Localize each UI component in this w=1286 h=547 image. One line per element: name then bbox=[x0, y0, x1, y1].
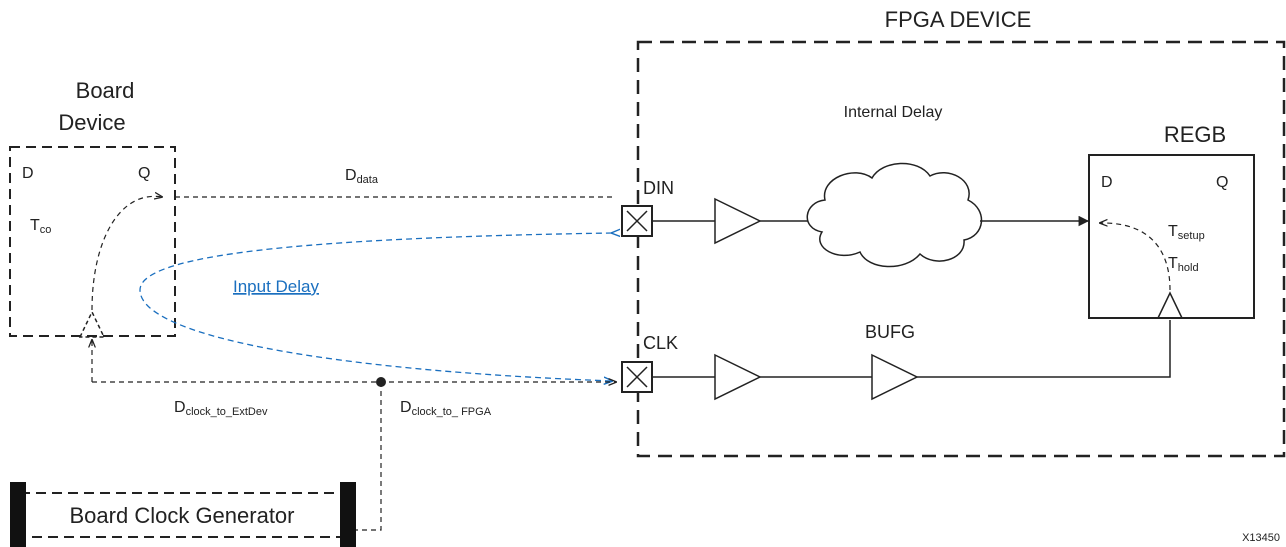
internal-delay-label: Internal Delay bbox=[844, 104, 943, 121]
dclock-fpga-sub: clock_to_ FPGA bbox=[412, 406, 492, 418]
ddata-sub: data bbox=[357, 174, 379, 186]
din-buffer-triangle bbox=[714, 197, 762, 245]
board-device-box bbox=[9, 146, 176, 337]
tsetup-sub: setup bbox=[1178, 230, 1205, 242]
tsetup-label: Tsetup bbox=[1168, 223, 1205, 242]
regb-clock-triangle bbox=[1157, 291, 1183, 319]
board-device-title-line1: Board bbox=[76, 78, 135, 103]
bufg-label: BUFG bbox=[865, 322, 915, 342]
thold-main: T bbox=[1168, 255, 1178, 272]
thold-label: Thold bbox=[1168, 255, 1199, 274]
regb-d-pin: D bbox=[1101, 174, 1113, 191]
board-device-title-line2: Device bbox=[58, 110, 125, 135]
dclock-fpga-main: D bbox=[400, 399, 412, 416]
clock-generator-left-bar bbox=[10, 482, 26, 547]
clk-buffer-triangle bbox=[714, 353, 762, 401]
regb-q-pin: Q bbox=[1216, 174, 1228, 191]
figure-id: X13450 bbox=[1242, 532, 1280, 544]
clk-wire-3 bbox=[917, 320, 1171, 378]
dclock-ext-sub: clock_to_ExtDev bbox=[186, 406, 268, 418]
bufg-triangle bbox=[871, 353, 919, 401]
tsetup-main: T bbox=[1168, 223, 1178, 240]
din-pad-x-icon bbox=[626, 210, 648, 232]
thold-sub: hold bbox=[1178, 262, 1199, 274]
tco-sub: co bbox=[40, 224, 52, 236]
ddata-main: D bbox=[345, 167, 357, 184]
clk-label: CLK bbox=[643, 333, 678, 353]
regb-title: REGB bbox=[1164, 122, 1226, 147]
board-clock-triangle bbox=[78, 310, 106, 338]
tco-main: T bbox=[30, 217, 40, 234]
clock-gen-feed-line bbox=[345, 382, 382, 531]
fpga-title: FPGA DEVICE bbox=[885, 7, 1032, 32]
board-d-pin: D bbox=[22, 165, 34, 182]
clock-generator-box bbox=[19, 492, 346, 538]
tco-arc bbox=[91, 196, 162, 311]
regb-box bbox=[1088, 154, 1255, 319]
tco-label: Tco bbox=[30, 217, 51, 236]
clock-generator-right-bar bbox=[340, 482, 356, 547]
dclock-ext-main: D bbox=[174, 399, 186, 416]
input-delay-curve bbox=[139, 233, 612, 381]
clock-generator-label: Board Clock Generator bbox=[70, 503, 295, 528]
din-label: DIN bbox=[643, 178, 674, 198]
setup-hold-arc bbox=[1100, 223, 1171, 291]
input-delay-link[interactable]: Input Delay bbox=[233, 277, 319, 296]
board-q-pin: Q bbox=[138, 165, 150, 182]
ddata-label: Ddata bbox=[345, 167, 379, 186]
clk-pad-x-icon bbox=[626, 366, 648, 388]
dclock-ext-label: Dclock_to_ExtDev bbox=[174, 399, 268, 418]
dclock-fpga-label: Dclock_to_ FPGA bbox=[400, 399, 492, 418]
internal-delay-cloud-icon bbox=[806, 162, 983, 268]
